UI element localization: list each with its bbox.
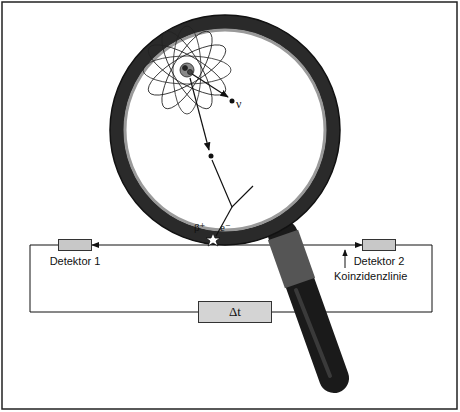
positron-track bbox=[190, 78, 253, 236]
callout-label: Koinzidenzlinie bbox=[334, 271, 407, 282]
detector-box: Detektor 2 bbox=[362, 239, 396, 251]
frame bbox=[2, 2, 457, 409]
signal-wire bbox=[30, 245, 198, 312]
magnifier-lens bbox=[110, 15, 340, 245]
delay-box: Δt bbox=[198, 301, 272, 323]
particle-label: β⁺ bbox=[194, 222, 205, 233]
detector-label: Detektor 2 bbox=[354, 255, 405, 267]
particle-label: e⁻ bbox=[220, 222, 231, 233]
delay-label: Δt bbox=[229, 304, 241, 320]
magnifier-handle bbox=[283, 235, 334, 378]
detector-box: Detektor 1 bbox=[58, 239, 92, 251]
detector-label: Detektor 1 bbox=[50, 255, 101, 267]
neutrino-track bbox=[192, 74, 235, 104]
particle-label: ν bbox=[236, 98, 241, 110]
callout-arrow bbox=[345, 250, 346, 268]
annihilation-star bbox=[206, 233, 220, 246]
atom bbox=[142, 25, 232, 115]
